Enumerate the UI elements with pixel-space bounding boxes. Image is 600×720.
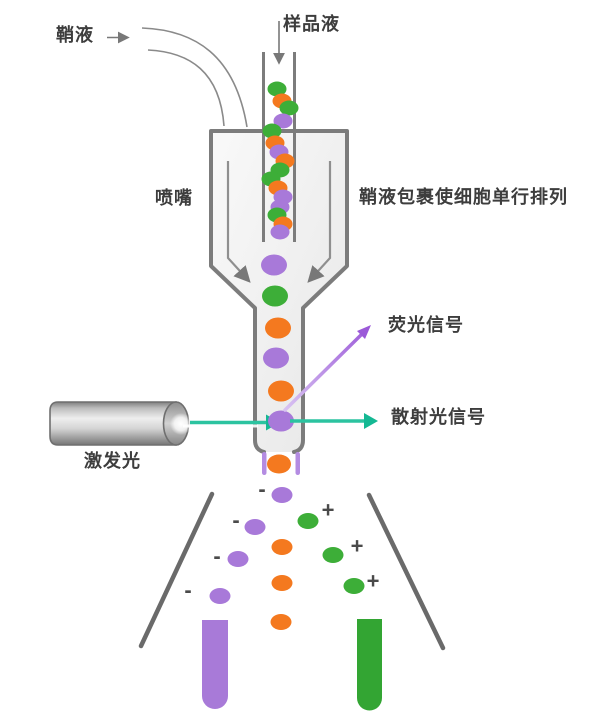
droplet-orange bbox=[271, 575, 293, 591]
cell-purple bbox=[273, 113, 293, 129]
charging-electrodes bbox=[262, 452, 300, 475]
deflection-plate-left bbox=[138, 491, 215, 649]
laser-source bbox=[49, 401, 192, 446]
collection-tube-green bbox=[357, 619, 382, 711]
droplet-green bbox=[297, 513, 319, 529]
droplet-orange bbox=[270, 614, 292, 630]
cell-orange bbox=[265, 317, 291, 339]
droplet-purple bbox=[271, 487, 293, 503]
cell-purple bbox=[261, 254, 287, 276]
collection-tube-purple bbox=[202, 620, 228, 709]
mixed-cells-group bbox=[261, 81, 299, 240]
charge-sign: + bbox=[351, 534, 364, 559]
cell-purple bbox=[263, 347, 289, 369]
sheath-label: 鞘液 bbox=[56, 25, 94, 45]
charge-sign: + bbox=[322, 498, 335, 523]
cell-orange bbox=[267, 454, 291, 474]
nozzle-label: 喷嘴 bbox=[155, 188, 193, 208]
fluorescence-signal-arrow bbox=[283, 325, 371, 412]
droplets-group bbox=[209, 487, 365, 630]
droplet-purple bbox=[244, 519, 266, 535]
cell-green bbox=[279, 100, 299, 116]
sheath-flow-guides bbox=[226, 161, 332, 283]
sample-tube bbox=[262, 52, 296, 242]
charge-sign: + bbox=[367, 569, 380, 594]
excitation-label: 激发光 bbox=[84, 451, 141, 471]
cell-green bbox=[262, 123, 282, 139]
charge-sign: - bbox=[258, 477, 265, 502]
droplet-green bbox=[322, 547, 344, 563]
sample-label: 样品液 bbox=[283, 14, 340, 34]
scatter-signal-arrow bbox=[290, 413, 378, 429]
cell-green bbox=[262, 285, 288, 307]
single-file-cells-group bbox=[261, 254, 294, 432]
sheath-wrap-label: 鞘液包裹使细胞单行排列 bbox=[359, 187, 568, 207]
laser-glow bbox=[170, 413, 192, 435]
sheath-inlet-tube bbox=[141, 27, 248, 128]
droplet-purple bbox=[227, 551, 249, 567]
cell-orange bbox=[268, 380, 294, 402]
droplet-green bbox=[343, 578, 365, 594]
fluorescence-label: 荧光信号 bbox=[388, 315, 464, 335]
droplet-orange bbox=[271, 539, 293, 555]
charge-signs-group: ----+++ bbox=[184, 477, 379, 603]
charge-sign: - bbox=[184, 578, 191, 603]
cell-purple bbox=[270, 224, 290, 240]
charge-sign: - bbox=[232, 508, 239, 533]
cell-purple bbox=[268, 410, 294, 432]
charge-sign: - bbox=[213, 544, 220, 569]
cell-green bbox=[267, 81, 287, 97]
charging-zone bbox=[267, 454, 291, 474]
deflection-plates bbox=[138, 491, 446, 651]
droplet-purple bbox=[209, 588, 231, 604]
deflection-plate-right bbox=[366, 492, 446, 651]
scatter-label: 散射光信号 bbox=[391, 407, 486, 427]
